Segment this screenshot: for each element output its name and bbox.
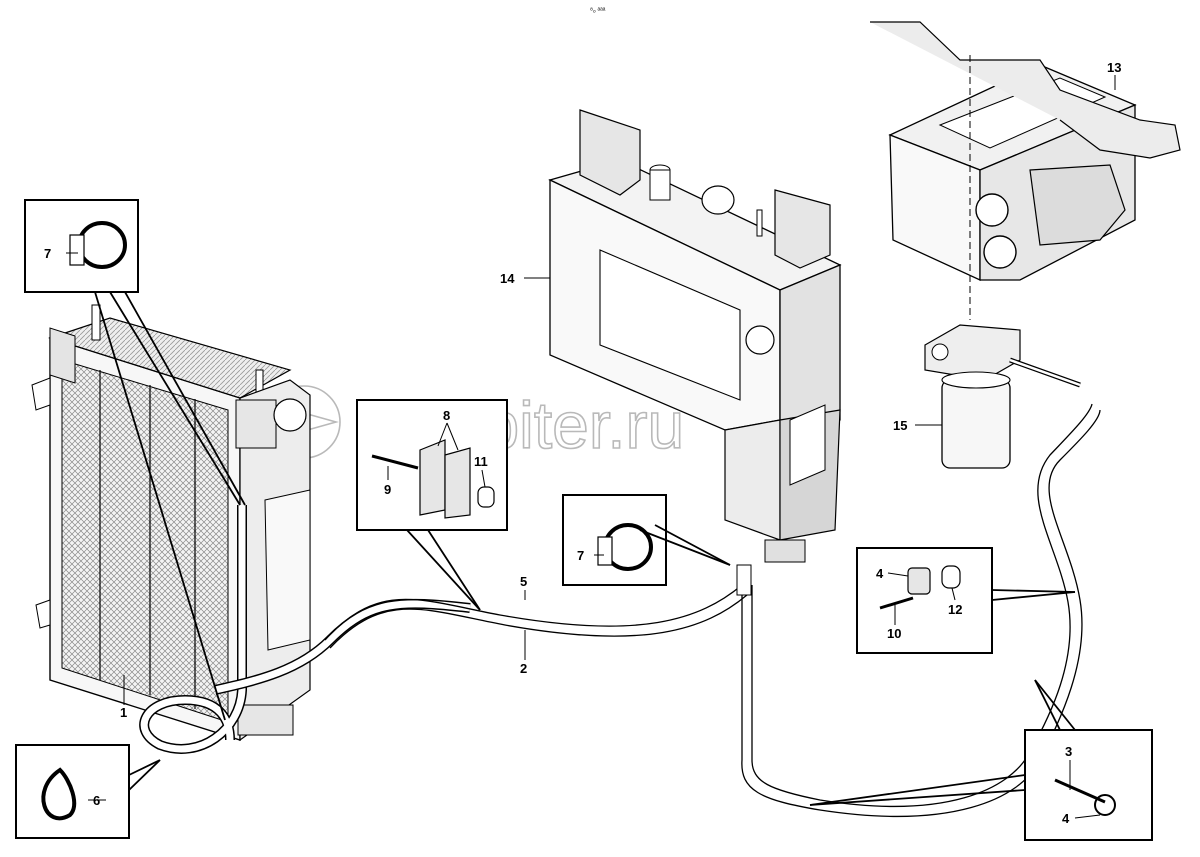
callout-3: 3 [1065,744,1072,759]
callout-9: 9 [384,482,391,497]
callout-7-left: 7 [44,246,51,261]
callout-12: 12 [948,602,962,617]
detail-box-6 [15,744,130,839]
control-box [870,21,1181,320]
callout-4-bottom: 4 [1062,811,1070,826]
detail-box-7-left [24,199,139,293]
leader-lines [66,75,1116,819]
callout-5: 5 [520,574,527,589]
callout-4-top: 4 [876,566,884,581]
callout-6: 6 [93,793,100,808]
callout-10: 10 [887,626,901,641]
tank [548,109,842,563]
callout-2: 2 [520,661,527,676]
callout-8: 8 [443,408,450,423]
callout-15: 15 [893,418,907,433]
detail-box-8-11 [356,399,508,531]
detail-box-4-10-12 [856,547,993,654]
detail-box-7-mid [562,494,667,586]
radiator-hoses [139,505,471,754]
callout-7-mid: 7 [577,548,584,563]
callout-14: 14 [500,271,515,286]
radiator [31,304,311,742]
callout-11: 11 [474,454,488,469]
callout-1: 1 [120,705,127,720]
callout-13: 13 [1107,60,1121,75]
detail-box-3-4 [1024,729,1153,841]
filter [924,324,1081,469]
page-code: ⁸ₒ ᵃᵃᵃ [590,7,606,14]
callouts: 7 1 5 2 14 13 15 8 9 11 7 4 10 12 6 3 4 [44,60,1121,826]
